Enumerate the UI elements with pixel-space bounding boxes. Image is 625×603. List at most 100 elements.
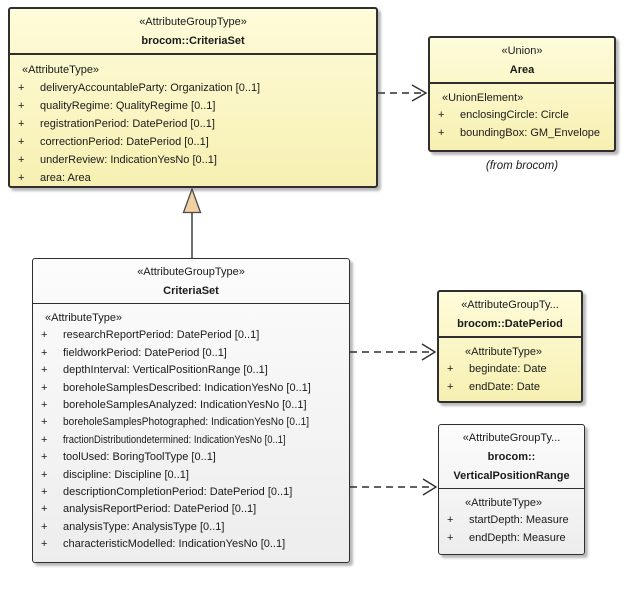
visibility-public: +: [41, 381, 48, 394]
dependency-arrow-criteriaset-to-verticalpositionrange[interactable]: [350, 478, 438, 496]
attribute-text: analysisType: AnalysisType [0..1]: [63, 520, 225, 533]
attribute-row: +enclosingCircle: Circle: [430, 107, 614, 124]
class-stereotype: «AttributeGroupTy...: [461, 299, 559, 311]
visibility-public: +: [41, 433, 48, 446]
class-stereotype: «AttributeGroupType»: [137, 266, 245, 278]
attribute-text: depthInterval: VerticalPositionRange [0.…: [63, 364, 268, 377]
visibility-public: +: [438, 109, 445, 122]
attribute-row: +toolUsed: BoringToolType [0..1]: [33, 449, 349, 466]
attribute-row: + boreholeSamplesAnalyzed: IndicationYesN…: [33, 397, 349, 414]
visibility-public: +: [18, 82, 25, 94]
attribute-text: endDepth: Measure: [469, 531, 566, 544]
visibility-public: +: [41, 329, 48, 342]
dependency-arrow-criteriaset-to-area[interactable]: [378, 84, 428, 102]
class-box-brocom-criteriaset[interactable]: «AttributeGroupType» brocom::CriteriaSet…: [8, 7, 378, 188]
visibility-public: +: [41, 399, 48, 412]
class-stereotype: «AttributeGroupTy...: [462, 432, 561, 444]
attribute-text: boundingBox: GM_Envelope: [460, 126, 601, 139]
attributes-compartment: «AttributeType» + deliveryAccountablePart…: [10, 55, 376, 187]
attribute-row: + depthInterval: VerticalPositionRange [0…: [33, 362, 349, 379]
attribute-text: characteristicModelled: IndicationYesNo …: [63, 538, 286, 551]
attribute-stereotype: «UnionElement»: [442, 92, 524, 104]
attribute-text: qualityRegime: QualityRegime [0..1]: [40, 100, 216, 112]
attribute-row: + deliveryAccountableParty: Organization …: [10, 79, 376, 97]
class-stereotype: «Union»: [501, 45, 543, 57]
attribute-stereotype: «AttributeType»: [22, 64, 100, 76]
attribute-row: + startDepth: Measure: [439, 512, 584, 529]
attribute-text: deliveryAccountableParty: Organization […: [40, 82, 261, 94]
attribute-text: boreholeSamplesAnalyzed: IndicationYesNo…: [63, 399, 307, 412]
visibility-public: +: [438, 126, 445, 139]
attribute-text: analysisReportPeriod: DatePeriod [0..1]: [63, 503, 257, 516]
attribute-row: +fieldworkPeriod: DatePeriod [0..1]: [33, 345, 349, 362]
attribute-stereotype: «AttributeType»: [45, 312, 123, 324]
visibility-public: +: [41, 364, 48, 377]
visibility-public: +: [447, 531, 454, 544]
attribute-text: boreholeSamplesDescribed: IndicationYesN…: [63, 381, 311, 394]
attribute-row: + analysisType: AnalysisType [0..1]: [33, 519, 349, 536]
dependency-arrow-criteriaset-to-dateperiod[interactable]: [350, 343, 437, 361]
class-stereotype: «AttributeGroupType»: [139, 16, 247, 28]
attribute-row: + boundingBox: GM_Envelope: [430, 125, 614, 142]
class-box-area[interactable]: «Union» Area «UnionElement» +enclosingCi…: [428, 36, 616, 152]
attribute-text: fieldworkPeriod: DatePeriod [0..1]: [63, 346, 227, 359]
attribute-text: endDate: Date: [469, 380, 540, 393]
class-name: brocom::CriteriaSet: [141, 35, 245, 47]
attribute-stereotype: «AttributeType»: [465, 346, 543, 358]
visibility-public: +: [41, 416, 48, 429]
attributes-compartment: «AttributeType» + startDepth: Measure + en…: [439, 489, 584, 547]
attribute-row: + researchReportPeriod: DatePeriod [0..1]: [33, 327, 349, 344]
class-name: VerticalPositionRange: [453, 470, 570, 482]
class-box-brocom-verticalpositionrange[interactable]: «AttributeGroupTy... brocom:: VerticalPo…: [438, 424, 585, 555]
attribute-row: +registrationPeriod: DatePeriod [0..1]: [10, 115, 376, 133]
visibility-public: +: [18, 154, 25, 166]
attribute-row: + discipline: Discipline [0..1]: [33, 467, 349, 484]
class-box-brocom-dateperiod[interactable]: «AttributeGroupTy... brocom::DatePeriod …: [437, 290, 583, 403]
attribute-row: + analysisReportPeriod: DatePeriod [0..1]: [33, 501, 349, 518]
attribute-row: + underReview: IndicationYesNo [0..1]: [10, 151, 376, 169]
attribute-row: + area: Area: [10, 169, 376, 187]
generalization-arrow-criteriaset[interactable]: [182, 187, 202, 258]
attribute-text: researchReportPeriod: DatePeriod [0..1]: [63, 329, 260, 342]
visibility-public: +: [18, 172, 25, 184]
attribute-text: underReview: IndicationYesNo [0..1]: [40, 154, 217, 166]
attributes-compartment: «UnionElement» +enclosingCircle: Circle …: [430, 84, 614, 142]
class-header: «Union» Area: [430, 38, 614, 84]
visibility-public: +: [447, 514, 454, 527]
attributes-compartment: «AttributeType» + begindate: Date +endDat…: [439, 338, 581, 396]
attribute-text: begindate: Date: [469, 363, 547, 376]
visibility-public: +: [41, 538, 48, 551]
attribute-row: + endDepth: Measure: [439, 530, 584, 547]
class-header: «AttributeGroupType» CriteriaSet: [33, 259, 349, 304]
attribute-row: + fractionDistributiondetermined: Indicat…: [33, 432, 349, 449]
attribute-text: startDepth: Measure: [469, 514, 569, 527]
attribute-text: discipline: Discipline [0..1]: [63, 468, 189, 481]
visibility-public: +: [41, 468, 48, 481]
class-header: «AttributeGroupTy... brocom::DatePeriod: [439, 292, 581, 338]
visibility-public: +: [41, 503, 48, 516]
attribute-text: descriptionCompletionPeriod: DatePeriod …: [63, 486, 293, 499]
attribute-text: correctionPeriod: DatePeriod [0..1]: [40, 136, 209, 148]
attribute-row: +endDate: Date: [439, 379, 581, 396]
attribute-text: boreholeSamplesPhotographed: IndicationY…: [63, 416, 310, 429]
attribute-text: toolUsed: BoringToolType [0..1]: [63, 451, 216, 464]
attribute-text: fractionDistributiondetermined: Indicati…: [63, 433, 286, 446]
attributes-compartment: «AttributeType» + researchReportPeriod: D…: [33, 304, 349, 554]
attribute-text: area: Area: [40, 172, 91, 184]
class-name: brocom::DatePeriod: [457, 318, 563, 330]
visibility-public: +: [18, 118, 25, 130]
attribute-row: + begindate: Date: [439, 361, 581, 378]
attribute-row: +qualityRegime: QualityRegime [0..1]: [10, 97, 376, 115]
class-name: CriteriaSet: [163, 285, 219, 297]
class-name: brocom::: [487, 451, 536, 463]
visibility-public: +: [18, 136, 25, 148]
attribute-row: + boreholeSamplesPhotographed: Indication…: [33, 414, 349, 431]
attribute-stereotype: «AttributeType»: [465, 497, 543, 509]
visibility-public: +: [41, 520, 48, 533]
class-name: Area: [509, 64, 535, 76]
attribute-row: + characteristicModelled: IndicationYesNo…: [33, 536, 349, 553]
attribute-row: + boreholeSamplesDescribed: IndicationYes…: [33, 380, 349, 397]
visibility-public: +: [447, 363, 454, 376]
class-box-criteriaset[interactable]: «AttributeGroupType» CriteriaSet «Attrib…: [32, 258, 350, 563]
